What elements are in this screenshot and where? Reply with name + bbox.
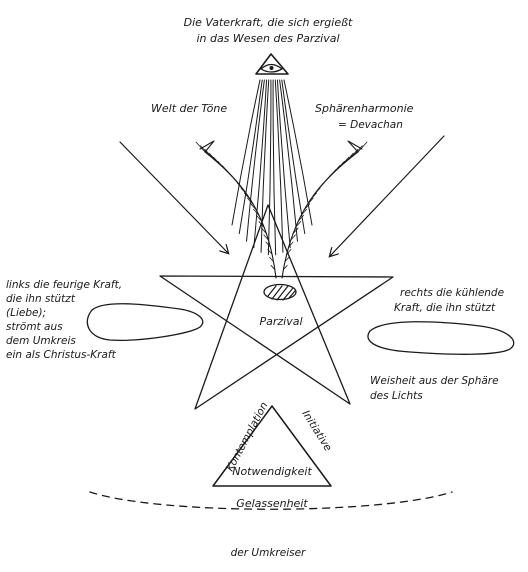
light-rays [231, 79, 313, 256]
hatched-center-disc [263, 283, 297, 301]
left-line-4: strömt aus [6, 321, 63, 333]
left-line-5: dem Umkreis [6, 335, 76, 347]
left-text-block: links die feurige Kraft, die ihn stützt … [6, 279, 122, 361]
light-ray [246, 79, 265, 242]
right-bottom-line-2: des Lichts [370, 390, 423, 402]
stream-fringe [237, 182, 245, 192]
stream-fringe [316, 182, 325, 192]
stream-fringe [309, 192, 317, 201]
left-blob [86, 303, 204, 341]
stream-fringe [353, 145, 363, 156]
lower-triangle [212, 405, 332, 487]
stream-fringe [336, 160, 345, 171]
kontemplation-label: Kontemplation [224, 400, 271, 473]
left-arrow [119, 141, 228, 253]
right-top-line-1: rechts die kühlende [400, 287, 504, 299]
welt-der-toene-label: Welt der Töne [151, 102, 227, 115]
right-top-line-2: Kraft, die ihn stützt [394, 302, 496, 314]
stream-fringes [195, 141, 368, 271]
light-ray [231, 79, 261, 226]
stream-fringe [265, 241, 271, 248]
notwendigkeit-label: Notwendigkeit [232, 465, 312, 478]
light-ray [238, 79, 263, 234]
stream-fringe [253, 208, 260, 217]
eye-triangle-icon [255, 53, 289, 75]
stream-fringe [270, 265, 276, 271]
stream-fringe [256, 214, 263, 222]
left-line-3: (Liebe); [6, 307, 46, 319]
right-arrow [330, 135, 445, 256]
stream-fringe [344, 153, 354, 164]
light-ray [260, 79, 270, 253]
stream-fringe [284, 256, 290, 263]
stream-fringe [213, 156, 223, 167]
light-ray [276, 79, 291, 249]
stream-fringe [282, 265, 288, 271]
stream-fringe [243, 192, 252, 201]
stream-fringe [295, 221, 302, 228]
stream-fringe [357, 141, 368, 153]
light-ray [253, 79, 268, 249]
light-ray [274, 79, 284, 253]
light-ray [279, 79, 298, 242]
stream-fringe [306, 197, 314, 206]
stream-fringe [303, 203, 311, 211]
light-ray [281, 79, 306, 234]
devachan-label: = Devachan [338, 119, 403, 131]
umkreiser-label: der Umkreiser [231, 547, 306, 559]
stream-fringe [300, 208, 307, 217]
stream-fringe [269, 256, 274, 263]
left-line-6: ein als Christus-Kraft [6, 349, 117, 361]
light-ray [283, 79, 313, 226]
stream-fringe [313, 187, 321, 196]
stream-fringe [297, 214, 304, 222]
light-ray [272, 79, 277, 256]
right-bottom-line-1: Weisheit aus der Sphäre [370, 375, 499, 387]
stream-fringe [195, 141, 206, 153]
title-line-2: in das Wesen des Parzival [196, 32, 339, 45]
stream-fringe [292, 227, 299, 234]
stream-fringe [290, 234, 296, 241]
gelassenheit-label: Gelassenheit [236, 497, 308, 510]
parzival-label: Parzival [259, 315, 302, 328]
stream-fringe [204, 149, 214, 160]
stream-fringe [261, 227, 267, 234]
stream-fringe [250, 203, 257, 211]
initiative-label: Initiative [299, 408, 333, 453]
right-blob [367, 321, 515, 355]
stream-fringe [340, 156, 350, 167]
sphaerenharmonie-label: Sphärenharmonie [315, 102, 414, 115]
stream-fringe [200, 145, 210, 156]
title-line-1: Die Vaterkraft, die sich ergießt [184, 16, 353, 29]
left-line-1: links die feurige Kraft, [6, 279, 122, 291]
stream-fringe [267, 249, 273, 255]
stream-fringe [240, 187, 248, 196]
pentagram [159, 204, 394, 410]
sound-streams [199, 140, 363, 279]
light-ray [267, 79, 272, 256]
stream-fringe [247, 197, 255, 206]
stream-fringe [263, 234, 269, 241]
stream-fringe [348, 149, 359, 160]
stream-fringe [288, 241, 294, 248]
stream-fringe [209, 153, 219, 164]
dashed-circumference-arc [89, 491, 453, 510]
left-line-2: die ihn stützt [6, 293, 76, 305]
